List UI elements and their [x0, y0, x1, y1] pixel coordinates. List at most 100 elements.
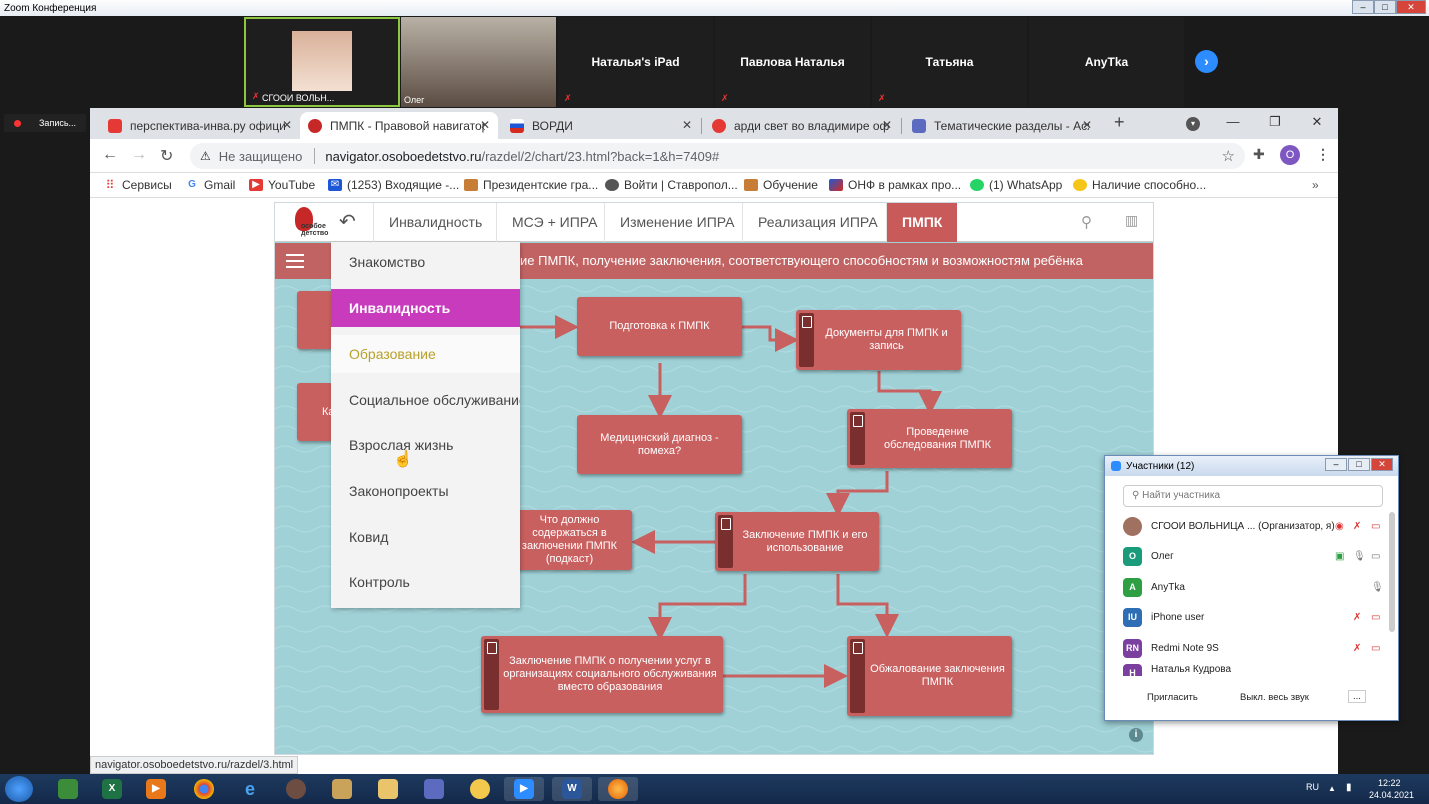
participant-search-input[interactable]: ⚲ Найти участника	[1123, 485, 1383, 507]
participant-row[interactable]: RN Redmi Note 9S ✗ ▭	[1111, 633, 1386, 663]
video-tile-anytka[interactable]: AnyTka	[1029, 17, 1184, 107]
nav-realizaciya-ipra[interactable]: Реализация ИПРА	[742, 203, 893, 242]
flow-node-soderzhanie[interactable]: Что должно содержаться в заключении ПМПК…	[507, 510, 632, 570]
panel-maximize-button[interactable]: □	[1348, 458, 1370, 471]
invite-button[interactable]: Пригласить	[1147, 692, 1198, 703]
mic-icon[interactable]: 🎙	[1353, 550, 1366, 562]
site-logo[interactable]: особое детство	[287, 205, 333, 239]
new-tab-button[interactable]: +	[1114, 112, 1125, 132]
close-tab-icon[interactable]: ✕	[281, 118, 292, 132]
tray-expand-icon[interactable]: ▲	[1328, 784, 1336, 793]
mic-muted-icon[interactable]: ✗	[1353, 520, 1362, 532]
bookmark-services[interactable]: ⠿Сервисы	[103, 178, 172, 192]
bookmark-youtube[interactable]: ▶YouTube	[249, 178, 315, 192]
tab-perspektiva[interactable]: перспектива-инва.ру официа ✕	[100, 112, 300, 139]
flow-node-uslugi[interactable]: Заключение ПМПК о получении услуг в орга…	[481, 636, 723, 713]
mute-all-button[interactable]: Выкл. весь звук	[1240, 692, 1309, 703]
bookmark-nalichie[interactable]: Наличие способно...	[1073, 178, 1206, 192]
zoom-maximize-button[interactable]: □	[1374, 0, 1396, 14]
taskbar-excel[interactable]: X	[92, 777, 132, 801]
mic-muted-icon[interactable]: ✗	[1353, 642, 1362, 654]
panel-close-button[interactable]: ✕	[1371, 458, 1393, 471]
bookmark-stavropol[interactable]: Войти | Ставропол...	[605, 178, 738, 192]
taskbar-paint[interactable]	[322, 777, 362, 801]
nav-invalidnost[interactable]: Инвалидность	[373, 203, 497, 242]
nav-pmpk[interactable]: ПМПК	[886, 203, 958, 242]
participant-row[interactable]: Н Наталья Кудрова	[1111, 664, 1386, 676]
book-icon[interactable]: ▥	[1125, 212, 1139, 228]
nav-mse-ipra[interactable]: МСЭ + ИПРА	[496, 203, 613, 242]
video-off-icon[interactable]: ▭	[1371, 520, 1381, 532]
reload-icon[interactable]: ↻	[160, 148, 174, 165]
taskbar-ie[interactable]: e	[230, 777, 270, 801]
tab-pmpk[interactable]: ПМПК - Правовой навигатор ✕	[300, 112, 498, 139]
close-tab-icon[interactable]: ✕	[479, 118, 490, 132]
tab-tematicheskie[interactable]: Тематические разделы - Ася ✕	[904, 112, 1100, 139]
back-arrow-icon[interactable]: ←	[102, 146, 118, 163]
taskbar-smiley[interactable]	[460, 777, 500, 801]
flow-node-obzhalovanie[interactable]: Обжалование заключения ПМПК	[847, 636, 1012, 716]
participants-scrollbar[interactable]	[1389, 512, 1395, 632]
video-off-icon[interactable]: ▭	[1371, 642, 1381, 654]
close-tab-icon[interactable]: ✕	[681, 118, 692, 132]
participant-row[interactable]: A AnyTka 🎙	[1111, 572, 1386, 602]
more-options-button[interactable]: ...	[1348, 690, 1366, 703]
back-arrow-icon[interactable]: ↶	[339, 211, 356, 233]
next-page-arrow-icon[interactable]: ›	[1195, 50, 1218, 73]
taskbar-chrome[interactable]	[184, 777, 224, 801]
bookmark-star-icon[interactable]: ☆	[1221, 148, 1235, 165]
recording-indicator[interactable]: Запись...	[4, 114, 86, 132]
hamburger-menu-icon[interactable]	[286, 254, 304, 268]
flow-node-zaklyuchenie[interactable]: Заключение ПМПК и его использование	[715, 512, 879, 571]
search-icon[interactable]: ⚲	[1081, 214, 1092, 231]
menu-item-obrazovanie[interactable]: Образование	[331, 335, 520, 373]
participant-row[interactable]: О Олег ▣ 🎙 ▭	[1111, 541, 1386, 571]
taskbar-app[interactable]	[414, 777, 454, 801]
flow-node-obsledovanie[interactable]: Проведение обследования ПМПК	[847, 409, 1012, 468]
video-tile-host[interactable]: ✗ СГООИ ВОЛЬН...	[244, 17, 400, 107]
video-tile-oleg[interactable]: Олег	[401, 17, 556, 107]
menu-item-kontrol[interactable]: Контроль	[349, 574, 410, 590]
video-icon[interactable]: ▭	[1371, 550, 1381, 562]
menu-item-znakomstvo[interactable]: Знакомство	[349, 254, 426, 270]
flow-node-left-1[interactable]	[297, 291, 333, 349]
restore-button[interactable]: ❐	[1269, 114, 1281, 129]
tab-search-icon[interactable]: ▾	[1186, 117, 1200, 131]
menu-item-invalidnost[interactable]: Инвалидность	[331, 289, 520, 327]
clock-time[interactable]: 12:22	[1378, 778, 1401, 788]
zoom-minimize-button[interactable]: –	[1352, 0, 1374, 14]
participant-row[interactable]: СГООИ ВОЛЬНИЦА ... (Организатор, я) ◉ ✗ …	[1111, 511, 1386, 541]
chrome-menu-icon[interactable]: ⋮	[1316, 146, 1330, 162]
flow-node-dokumenty[interactable]: Документы для ПМПК и запись	[796, 310, 961, 370]
menu-item-kovid[interactable]: Ковид	[349, 529, 389, 545]
video-tile-tatyana[interactable]: Татьяна ✗	[872, 17, 1027, 107]
taskbar-coffee[interactable]	[276, 777, 316, 801]
forward-arrow-icon[interactable]: →	[131, 146, 147, 163]
mic-icon[interactable]: 🎙	[1371, 581, 1384, 593]
close-tab-icon[interactable]: ✕	[881, 118, 892, 132]
taskbar-media[interactable]: ▶	[136, 777, 176, 801]
taskbar-word[interactable]: W	[552, 777, 592, 801]
zoom-close-button[interactable]: ✕	[1396, 0, 1426, 14]
menu-item-socialnoe[interactable]: Социальное обслуживание	[349, 392, 520, 408]
participant-row[interactable]: IU iPhone user ✗ ▭	[1111, 602, 1386, 632]
panel-minimize-button[interactable]: –	[1325, 458, 1347, 471]
bookmark-onf[interactable]: ОНФ в рамках про...	[829, 178, 961, 192]
tab-vordi[interactable]: ВОРДИ ✕	[502, 112, 700, 139]
url-input[interactable]: ⚠ Не защищено navigator.osoboedetstvo.ru…	[190, 143, 1245, 169]
bookmark-whatsapp[interactable]: (1) WhatsApp	[970, 178, 1062, 192]
info-icon[interactable]: i	[1129, 728, 1143, 742]
video-tile-ipad[interactable]: Наталья's iPad ✗	[558, 17, 713, 107]
network-icon[interactable]: ▮	[1346, 782, 1352, 793]
flow-node-podgotovka[interactable]: Подготовка к ПМПК	[577, 297, 742, 356]
start-button[interactable]	[5, 776, 33, 802]
taskbar-wifi-app[interactable]	[48, 777, 88, 801]
menu-item-zakonoproekty[interactable]: Законопроекты	[349, 483, 449, 499]
bookmark-obuchenie[interactable]: Обучение	[744, 178, 818, 192]
flow-node-diagnoz[interactable]: Медицинский диагноз - помеха?	[577, 415, 742, 474]
bookmark-mail[interactable]: ✉(1253) Входящие -...	[328, 178, 459, 192]
clock-date[interactable]: 24.04.2021	[1369, 790, 1415, 800]
profile-avatar[interactable]: О	[1280, 145, 1300, 165]
minimize-button[interactable]: —	[1226, 114, 1240, 129]
